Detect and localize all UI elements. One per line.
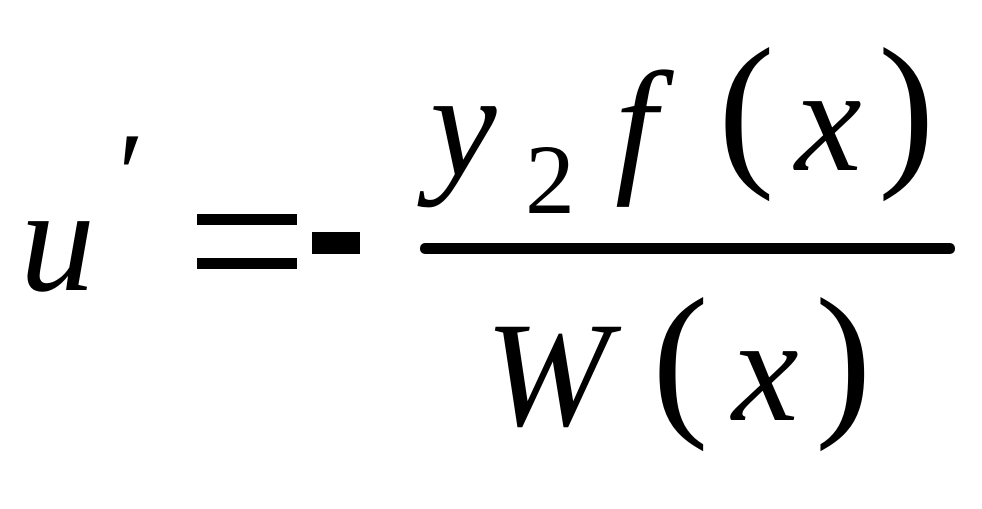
equals-glyph: =: [197, 262, 203, 273]
numerator-subscript-2: 2: [525, 124, 575, 235]
denominator-close-paren: ): [815, 264, 872, 452]
numerator-function-f: f: [615, 42, 674, 208]
equals-sign: =: [197, 214, 297, 273]
fraction-denominator: W ( x ): [485, 264, 872, 458]
denominator-open-paren: (: [652, 264, 709, 452]
numerator-open-paren: (: [718, 14, 775, 202]
numerator-argument-x: x: [793, 37, 862, 203]
minus-sign: -: [312, 232, 360, 254]
denominator-function-w: W: [485, 292, 622, 458]
lhs-variable-u: u: [20, 157, 95, 323]
denominator-argument-x: x: [730, 287, 799, 453]
numerator-close-paren: ): [878, 14, 935, 202]
fraction-numerator: y 2 f ( x ): [417, 14, 935, 235]
lhs-prime-mark: ′: [118, 108, 144, 241]
numerator-variable-y: y: [417, 42, 497, 208]
fraction-bar: [420, 243, 955, 254]
minus-glyph: -: [312, 242, 315, 253]
